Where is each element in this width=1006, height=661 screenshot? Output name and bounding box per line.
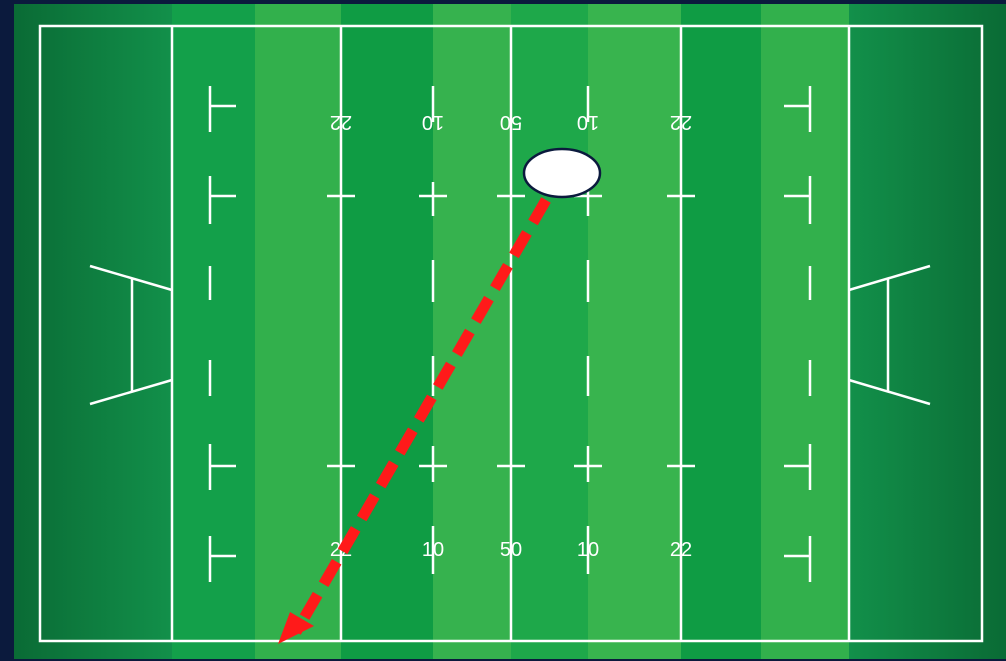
in-goal-left: [14, 4, 172, 659]
stripe: [172, 4, 255, 659]
top-label-22-left: 22: [330, 111, 352, 133]
top-label-10-left: 10: [422, 111, 444, 133]
stripe: [588, 4, 681, 659]
top-label-10-right: 10: [577, 111, 599, 133]
bottom-label-22-right: 22: [670, 539, 692, 561]
bottom-label-10-left: 10: [422, 539, 444, 561]
rugby-ball-icon: [524, 149, 600, 197]
rugby-pitch: 22 10 50 10 22 22 10 50 10 22: [14, 4, 1006, 659]
rugby-pitch-svg: 22 10 50 10 22 22 10 50 10 22: [14, 4, 1006, 659]
stripe: [761, 4, 849, 659]
top-label-22-right: 22: [670, 111, 692, 133]
top-label-50: 50: [500, 111, 522, 133]
bottom-label-50: 50: [500, 539, 522, 561]
bottom-label-10-right: 10: [577, 539, 599, 561]
stripe: [681, 4, 761, 659]
stripe: [255, 4, 341, 659]
stripe: [341, 4, 433, 659]
